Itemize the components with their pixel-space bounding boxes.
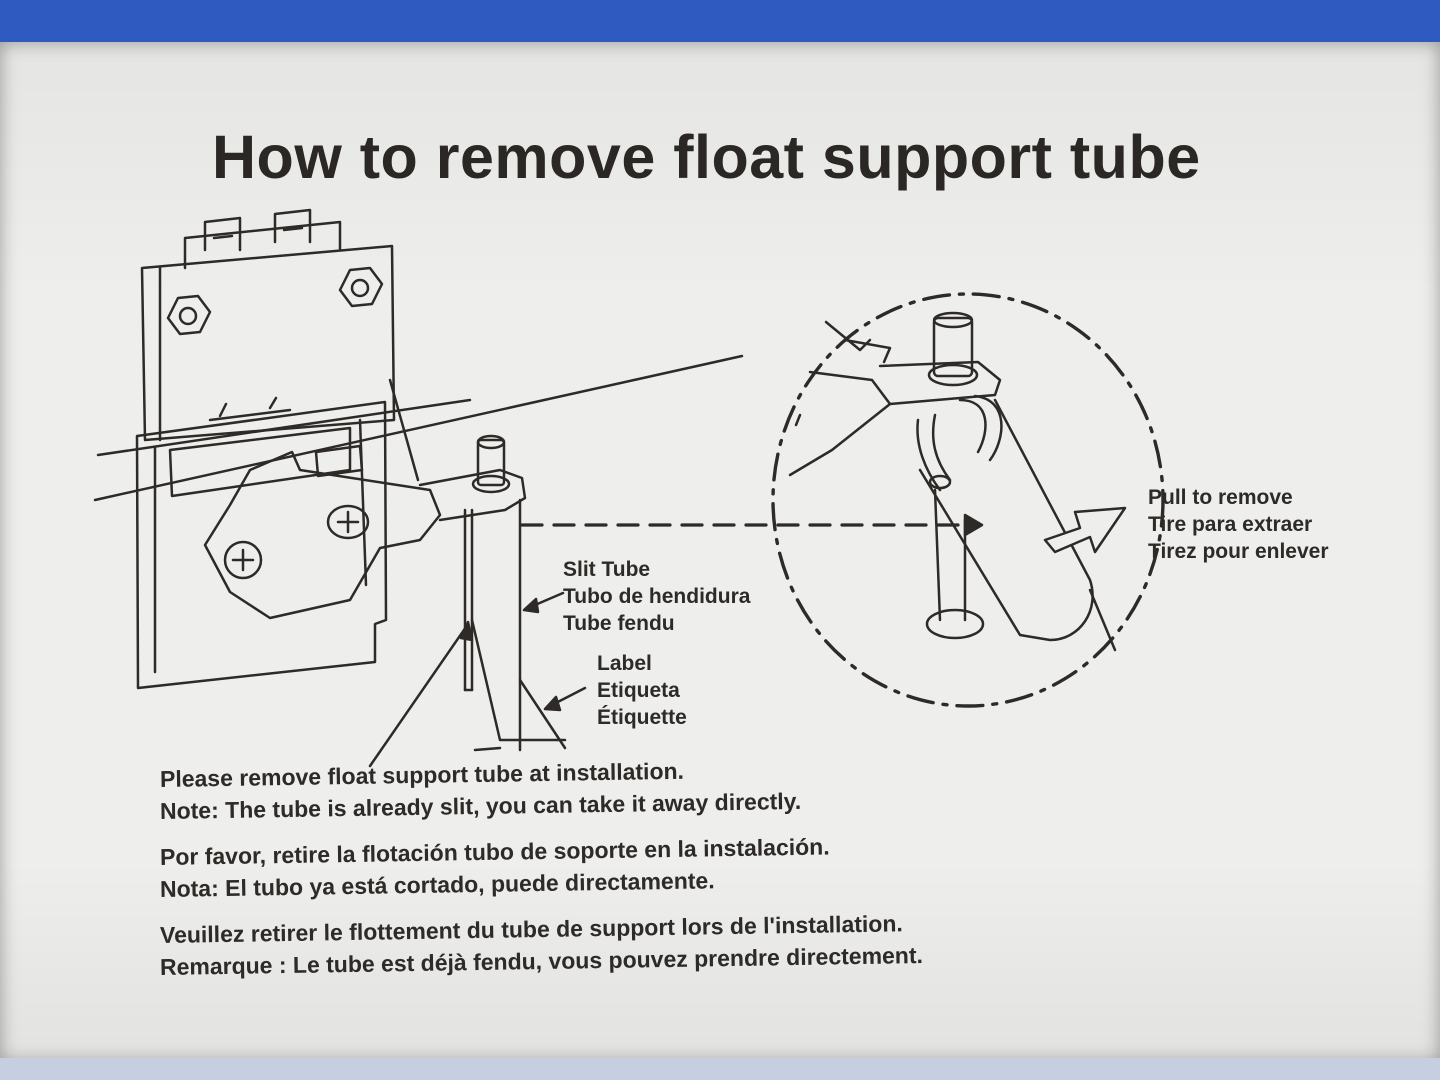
lever-arm	[203, 450, 442, 620]
hex-nut	[350, 278, 370, 298]
bracket	[168, 426, 352, 498]
label-callout-fr: Étiquette	[597, 706, 687, 729]
float-pin	[476, 438, 506, 487]
label-callout-es: Etiqueta	[597, 679, 680, 702]
label-line	[518, 678, 567, 750]
magnified-detail	[788, 311, 1117, 652]
pivot-screw	[231, 548, 255, 572]
terminal-block	[183, 220, 342, 270]
slit-tube	[470, 618, 567, 742]
rail-line	[93, 354, 744, 502]
pull-callout-en: Pull to remove	[1148, 486, 1293, 509]
pull-callout-fr: Tirez pour enlever	[1148, 540, 1329, 563]
bracket	[388, 378, 420, 482]
float-pin	[471, 474, 511, 494]
terminal	[273, 208, 312, 244]
bracket	[358, 418, 368, 587]
pull-arrow	[1043, 506, 1127, 554]
pointer-line	[459, 620, 474, 642]
float-tab	[418, 468, 527, 522]
pivot-screw	[223, 540, 263, 580]
slit-tube	[463, 498, 522, 752]
pivot-screw	[326, 504, 370, 540]
slit-tube	[473, 746, 502, 752]
pull-callout-es: Tire para extraer	[1148, 513, 1313, 536]
switch-body	[140, 244, 396, 442]
pivot-screw	[336, 510, 360, 534]
terminal	[212, 226, 304, 240]
guide-arrowhead	[963, 513, 984, 537]
pointer-line	[368, 625, 468, 768]
label-arrow	[543, 695, 562, 712]
instruction-card	[0, 42, 1440, 1062]
bracket	[208, 396, 292, 422]
float-pin	[476, 434, 506, 450]
slit-tube-label-fr: Tube fendu	[563, 612, 675, 635]
rail-line	[96, 398, 472, 457]
slit-tube-label: Slit Tube Tubo de hendidura Tube fendu	[563, 556, 750, 637]
hex-nut	[166, 294, 212, 336]
background-strip	[0, 1058, 1440, 1080]
terminal	[203, 216, 242, 252]
slit-tube-label-es: Tubo de hendidura	[563, 585, 751, 608]
page-title: How to remove float support tube	[212, 123, 1201, 191]
hex-nut	[338, 266, 384, 308]
hex-nut	[178, 306, 198, 326]
pull-callout: Pull to remove Tire para extraer Tirez p…	[1148, 484, 1329, 565]
slit-tube-arrow	[522, 597, 540, 614]
label-callout-en: Label	[597, 652, 652, 675]
slit-tube-label-en: Slit Tube	[563, 558, 651, 581]
label-callout: Label Etiqueta Étiquette	[597, 650, 687, 731]
bracket	[135, 400, 388, 690]
magnify-circle	[771, 292, 1165, 708]
